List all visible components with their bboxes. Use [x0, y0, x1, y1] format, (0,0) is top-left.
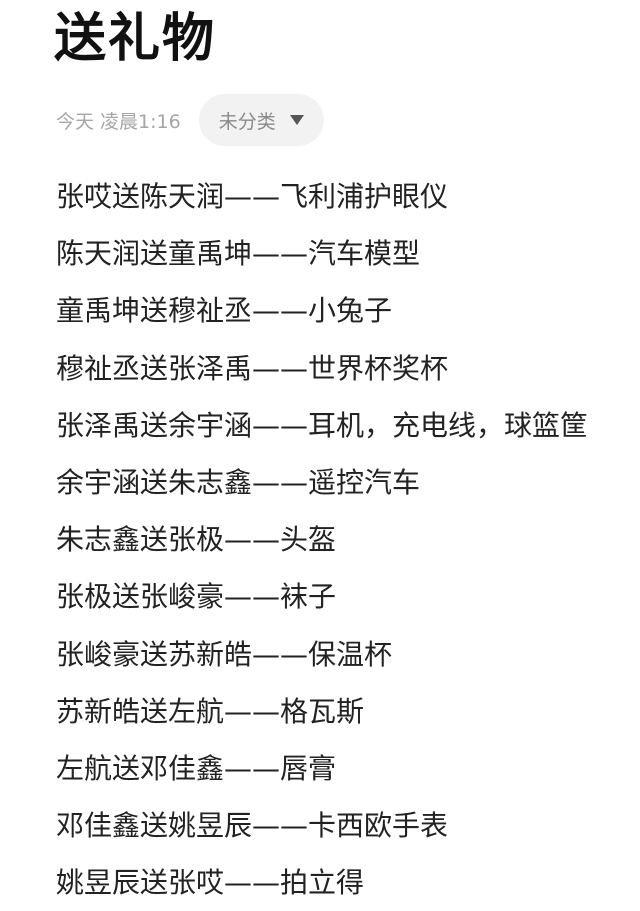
note-line: 张泽禹送余宇涵——耳机，充电线，球篮筐 — [56, 408, 589, 442]
note-line: 张哎送陈天润——飞利浦护眼仪 — [56, 180, 449, 213]
note-line: 邓佳鑫送姚昱辰——卡西欧手表 — [56, 809, 449, 843]
note-title: 送礼物 — [54, 9, 217, 69]
triangle-down-icon — [289, 115, 304, 125]
note-line: 童禹坤送穆祉丞——小兔子 — [56, 294, 393, 328]
note-line: 朱志鑫送张极——头盔 — [56, 523, 337, 557]
note-line: 苏新皓送左航——格瓦斯 — [56, 694, 365, 728]
note-line: 陈天润送童禹坤——汽车模型 — [56, 237, 421, 271]
category-label: 未分类 — [218, 110, 276, 133]
note-meta: 今天 凌晨1:16 未分类 — [56, 94, 324, 146]
note-line: 穆祉丞送张泽禹——世界杯奖杯 — [56, 351, 449, 385]
note-line: 左航送邓佳鑫——唇膏 — [56, 751, 337, 785]
note-line: 张峻豪送苏新皓——保温杯 — [56, 637, 393, 671]
note-timestamp: 今天 凌晨1:16 — [56, 110, 181, 133]
note-line: 张极送张峻豪——袜子 — [56, 580, 337, 614]
category-dropdown[interactable]: 未分类 — [198, 94, 324, 146]
note-line: 余宇涵送朱志鑫——遥控汽车 — [56, 465, 421, 499]
note-body[interactable]: 张哎送陈天润——飞利浦护眼仪 陈天润送童禹坤——汽车模型 童禹坤送穆祉丞——小兔… — [56, 168, 640, 911]
note-line: 姚昱辰送张哎——拍立得 — [56, 866, 365, 900]
